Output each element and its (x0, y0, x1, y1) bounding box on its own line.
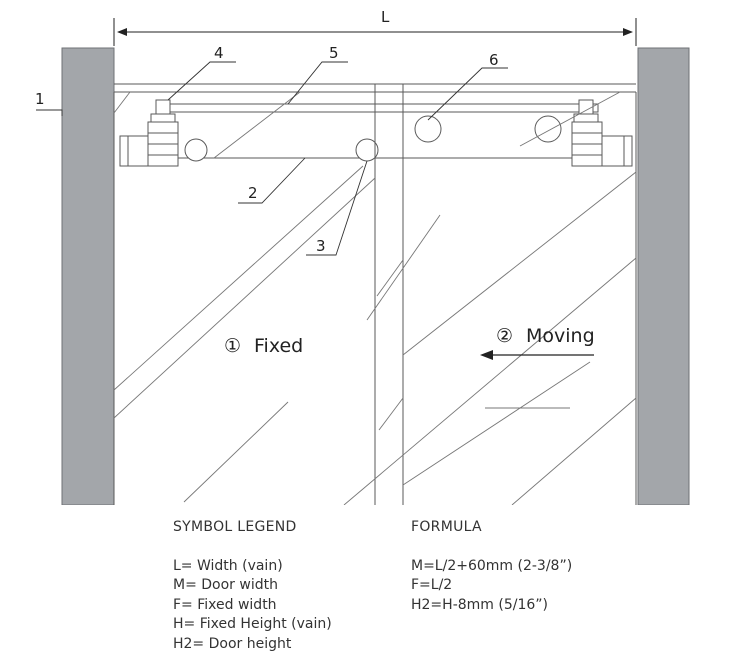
fixed-panel-label: Fixed (254, 335, 303, 357)
formula-section: FORMULA M=L/2+60mm (2-3/8”) F=L/2 H2=H-8… (411, 518, 572, 615)
right-wall (637, 47, 690, 505)
fixed-panel-number: ① (224, 335, 241, 357)
rollers (184, 115, 562, 162)
left-end-fitting (119, 99, 179, 167)
legend-item: F= Fixed width (173, 596, 277, 613)
glass-reflections (113, 91, 637, 505)
moving-direction-arrow (480, 350, 594, 360)
legend-item: M= Door width (173, 577, 278, 593)
formula-item: M=L/2+60mm (2-3/8”) (411, 557, 573, 574)
center-stile (374, 84, 404, 505)
roller-left (184, 138, 208, 162)
legend-item: H= Fixed Height (vain) (173, 616, 332, 632)
sliding-door-diagram: L (35, 8, 690, 505)
legend-item: L= Width (vain) (173, 557, 283, 574)
right-end-fitting (571, 99, 633, 167)
dimension-l (113, 18, 637, 46)
callout-6: 6 (489, 51, 499, 69)
left-wall (61, 47, 115, 505)
callout-2: 2 (248, 184, 258, 202)
moving-panel-number: ② (496, 325, 513, 347)
formula-item: F=L/2 (411, 577, 453, 593)
leader-lines (36, 61, 508, 256)
callout-3: 3 (316, 237, 326, 255)
formula-title: FORMULA (411, 519, 482, 535)
symbol-legend-title: SYMBOL LEGEND (173, 519, 297, 535)
callout-4: 4 (214, 44, 224, 62)
symbol-legend: SYMBOL LEGEND L= Width (vain) M= Door wi… (173, 518, 332, 654)
formula-item: H2=H-8mm (5/16”) (411, 596, 548, 613)
moving-panel-label: Moving (526, 325, 595, 347)
legend-item: H2= Door height (173, 635, 292, 652)
callout-1: 1 (35, 90, 45, 108)
roller-moving-right (534, 115, 562, 143)
callout-5: 5 (329, 44, 339, 62)
dimension-l-label: L (381, 8, 390, 26)
roller-moving-left (414, 115, 442, 143)
